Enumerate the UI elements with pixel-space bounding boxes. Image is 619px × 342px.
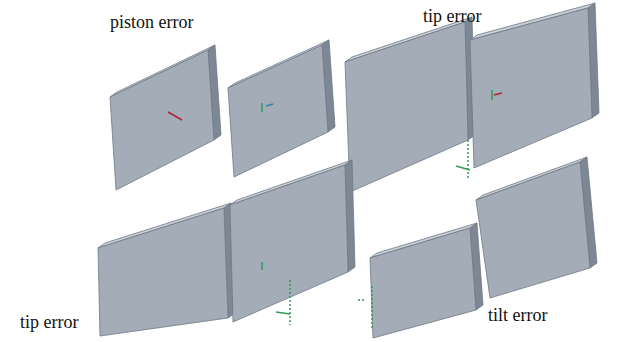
panel-label: tip error bbox=[423, 7, 481, 27]
panel-label: tilt error bbox=[488, 306, 547, 326]
panel-label: piston error bbox=[110, 13, 193, 33]
panel-label: tip error bbox=[20, 313, 78, 333]
